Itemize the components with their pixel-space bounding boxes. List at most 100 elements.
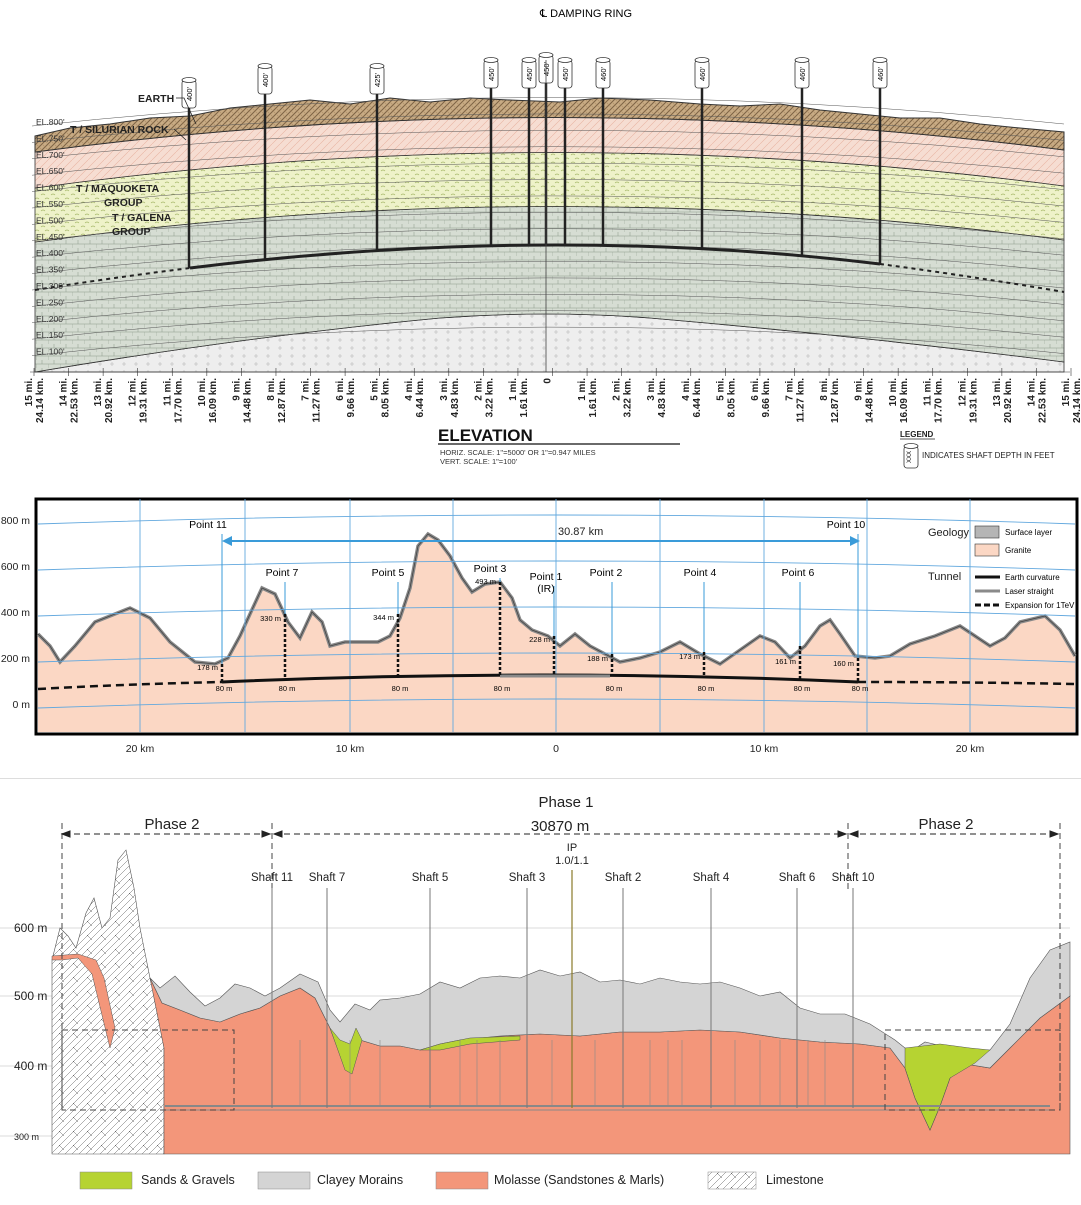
earth-leader: [176, 97, 197, 125]
distance-km: 8.05 km.: [381, 378, 392, 418]
shaft-symbol-icon: 460': [595, 57, 611, 89]
distance-km: 22.53 km.: [70, 378, 81, 423]
point-base: 80 m: [698, 684, 715, 693]
shaft-label: Shaft 3: [509, 872, 545, 884]
legend-symbol-text: XXX: [907, 451, 913, 463]
shaft-depth: 460': [798, 66, 807, 81]
distance-mi: 7 mi.: [784, 378, 795, 401]
profile-x-label: 0: [553, 743, 559, 755]
distance-km: 3.22 km.: [623, 378, 634, 418]
profile-legend: Geology Surface layer Granite Tunnel Ear…: [928, 525, 1075, 610]
distance-mi: 8 mi.: [819, 378, 830, 401]
shaft-label: Shaft 11: [251, 872, 293, 884]
elevation-line: [31, 277, 1065, 307]
shaft-depth: 425': [373, 72, 382, 87]
distance-km: 20.92 km.: [1003, 378, 1014, 423]
distance-mi: 10 mi.: [888, 378, 899, 407]
shaft-label: Shaft 2: [605, 872, 641, 884]
distance-mi: 15 mi.: [1061, 378, 1072, 407]
shaft-symbol-icon: 460': [794, 57, 810, 89]
distance-mi: 2 mi.: [473, 378, 484, 401]
point-base: 80 m: [852, 684, 869, 693]
point-name: Point 7: [266, 567, 299, 579]
distance-mi: 11 mi.: [162, 378, 173, 406]
distance-mi: 5 mi.: [715, 378, 726, 401]
distance-km: 17.70 km.: [173, 378, 184, 423]
point-sub: (IR): [537, 583, 555, 595]
legend-morains: Clayey Morains: [317, 1173, 403, 1187]
distance-mi: 9 mi.: [854, 378, 865, 401]
shaft-symbol-icon: 425': [369, 63, 385, 95]
grid-curve: [37, 652, 1076, 663]
legend-expansion: Expansion for 1TeV: [1005, 601, 1075, 610]
distance-mi: 3 mi.: [646, 378, 657, 401]
elevation-label: EL.800': [36, 117, 65, 127]
point-base: 80 m: [494, 684, 511, 693]
distance-mi: 5 mi.: [370, 378, 381, 401]
elevation-label: EL.200': [36, 314, 65, 324]
distance-mi: 15 mi.: [24, 378, 35, 407]
shaft-depth: 450': [525, 66, 534, 81]
distance-km: 12.87 km.: [277, 378, 288, 423]
profile-x-label: 10 km: [336, 743, 365, 755]
legend-molasse: Molasse (Sandstones & Marls): [494, 1173, 664, 1187]
distance-km: 11.27 km.: [312, 378, 323, 423]
galena-group-label: GROUP: [112, 226, 151, 238]
elevation-label: EL.400': [36, 248, 65, 258]
tunnel-extension-left: [34, 267, 191, 291]
point-depth: 173 m: [679, 652, 700, 661]
distance-km: 8.05 km.: [726, 378, 737, 418]
section-y-label: 400 m: [14, 1059, 47, 1073]
silurian-label: T / SILURIAN ROCK: [70, 124, 169, 136]
ip-sub: 1.0/1.1: [555, 855, 589, 867]
earth-label: EARTH: [138, 93, 174, 105]
distance-km: 19.31 km.: [968, 378, 979, 423]
profile-y-label: 200 m: [1, 653, 30, 665]
sands-middle: [419, 1035, 521, 1051]
point-depth: 228 m: [529, 635, 550, 644]
shaft-depth: 460': [599, 66, 608, 81]
distance-km: 22.53 km.: [1037, 378, 1048, 423]
point-depth: 493 m: [475, 577, 496, 586]
legend-sands-swatch: [79, 1171, 133, 1190]
distance-km: 9.66 km.: [346, 378, 357, 418]
distance-mi: 6 mi.: [750, 378, 761, 401]
shaft-depth: 460': [876, 66, 885, 81]
shaft-symbol-icon: 450': [483, 57, 499, 89]
legend-granite: Granite: [1005, 546, 1032, 555]
elevation-label: EL.350': [36, 265, 65, 275]
distance-km: 12.87 km.: [830, 378, 841, 423]
elevation-line: [31, 326, 1065, 356]
grid-curve: [37, 560, 1076, 571]
shaft-depth: 450': [561, 66, 570, 81]
horiz-scale: HORIZ. SCALE: 1"=5000' OR 1"=0.947 MILES: [440, 448, 596, 457]
distance-mi: 10 mi.: [197, 378, 208, 407]
point-base: 80 m: [794, 684, 811, 693]
distance-km: 14.48 km.: [242, 378, 253, 423]
shaft-group: 400'400'425'450'450'450'450'460'460'460'…: [181, 52, 888, 268]
geological-section: Phase 1 30870 m Phase 2 Phase 2 IP 1.0/1…: [0, 778, 1081, 1190]
distance-km: 19.31 km.: [139, 378, 150, 423]
legend-text: INDICATES SHAFT DEPTH IN FEET: [922, 451, 1055, 460]
phase1-label: Phase 1: [538, 794, 593, 811]
profile-y-label: 400 m: [1, 607, 30, 619]
distance-mi: 1 mi.: [577, 378, 588, 401]
elevation-label: EL.700': [36, 150, 65, 160]
shaft-label: Shaft 6: [779, 872, 815, 884]
distance-mi: 6 mi.: [335, 378, 346, 401]
point-base: 80 m: [216, 684, 233, 693]
section-y-label: 500 m: [14, 989, 47, 1003]
grid-curve: [37, 606, 1076, 617]
distance-mi: 14 mi.: [59, 378, 70, 407]
shaft-depth: 400': [185, 86, 194, 101]
tunnel-expansion-left: [37, 680, 223, 691]
distance-mi: 4 mi.: [404, 378, 415, 401]
point-depth: 330 m: [260, 614, 281, 623]
distance-mi: 13 mi.: [93, 378, 104, 407]
distance-km: 24.14 km.: [1072, 378, 1081, 423]
distance-km: 4.83 km.: [450, 378, 461, 418]
maquoketa-group-label: GROUP: [104, 197, 143, 209]
span-label: 30.87 km: [558, 526, 603, 538]
